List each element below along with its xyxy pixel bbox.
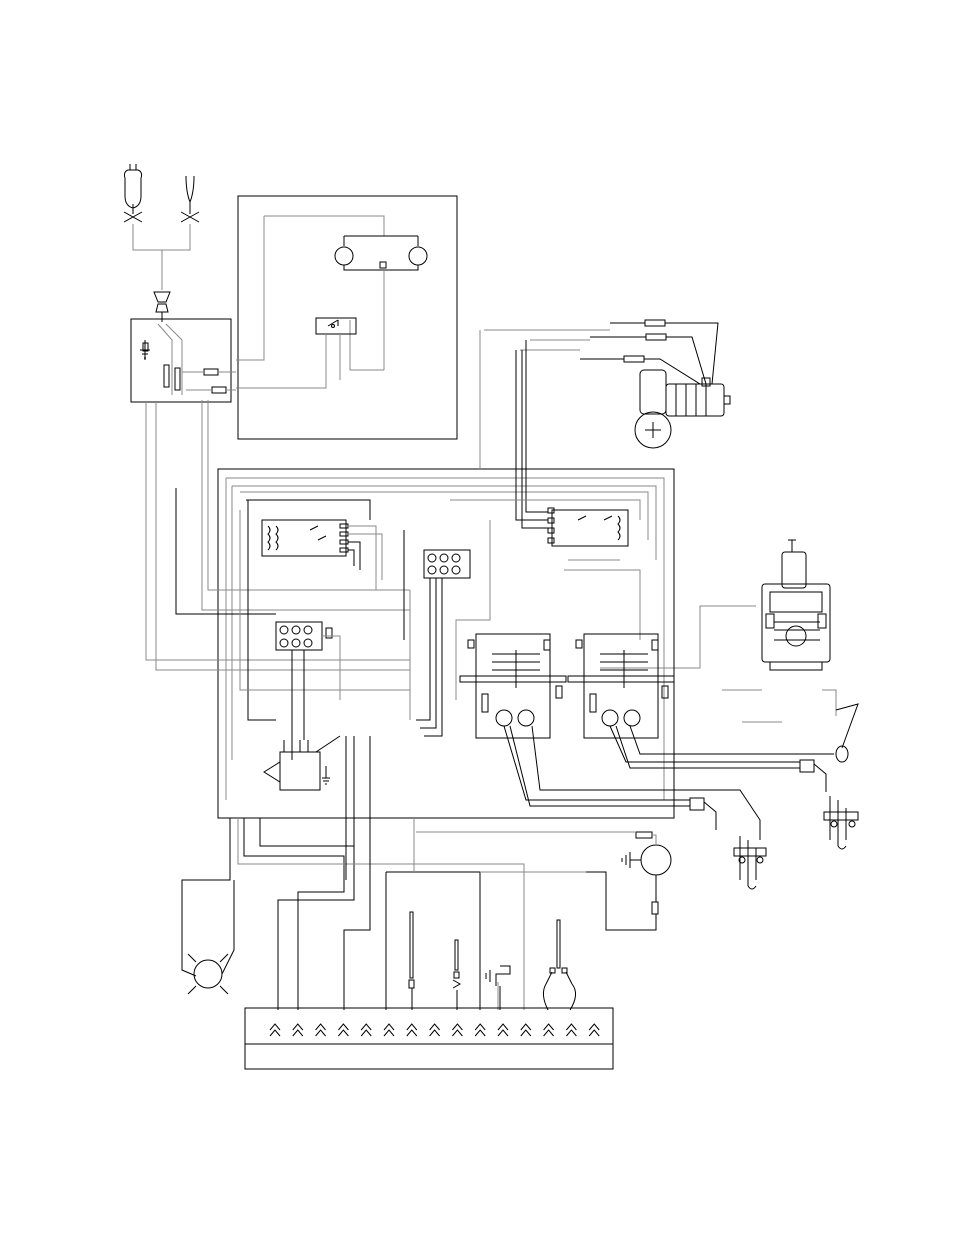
terminal-connector: [544, 1024, 554, 1036]
sensor-bracket: [722, 690, 858, 762]
flame-sensor: [543, 920, 575, 1010]
pump-motor-icon: [416, 832, 671, 930]
terminal-connector: [589, 1024, 599, 1036]
terminal-connector: [270, 1024, 280, 1036]
terminal-connector: [475, 1024, 485, 1036]
control-panel-enclosure: [218, 469, 674, 818]
relay-block: [276, 622, 340, 760]
pilot-burner-right: [824, 796, 858, 849]
power-plug-icon: [124, 164, 142, 222]
terminal-connector: [361, 1024, 371, 1036]
terminal-connectors: [270, 1024, 599, 1036]
terminal-strip: [245, 1008, 613, 1069]
terminal-connector: [407, 1024, 417, 1036]
cord-connector-icon: [154, 292, 170, 322]
thermocouple-probe: [409, 912, 414, 1010]
terminal-connector: [452, 1024, 462, 1036]
relay-block-2: [404, 530, 470, 736]
terminal-connector: [566, 1024, 576, 1036]
junction-box: [131, 319, 236, 402]
terminal-connector: [384, 1024, 394, 1036]
ignition-control-left: [460, 634, 566, 738]
terminal-connector: [521, 1024, 531, 1036]
switch-module: [548, 508, 628, 546]
ignition-leads: [504, 726, 834, 840]
pilot-burner-left: [734, 836, 766, 889]
field-wiring: [182, 736, 586, 1010]
lamp-icon: [188, 880, 234, 994]
terminal-connector: [293, 1024, 303, 1036]
terminal-connector: [430, 1024, 440, 1036]
temperature-sensor: [453, 940, 460, 1010]
terminal-connector: [316, 1024, 326, 1036]
transformer-icon: [264, 736, 340, 790]
ignition-control-right: [568, 634, 674, 738]
terminal-connector: [498, 1024, 508, 1036]
timer-module: [262, 520, 382, 590]
gas-valve-icon: [762, 540, 830, 670]
remote-enclosure: [236, 196, 457, 439]
blower-motor-icon: [635, 370, 730, 448]
bare-leads-icon: [181, 176, 199, 222]
panel-wiring: [146, 330, 664, 800]
terminal-connector: [338, 1024, 348, 1036]
